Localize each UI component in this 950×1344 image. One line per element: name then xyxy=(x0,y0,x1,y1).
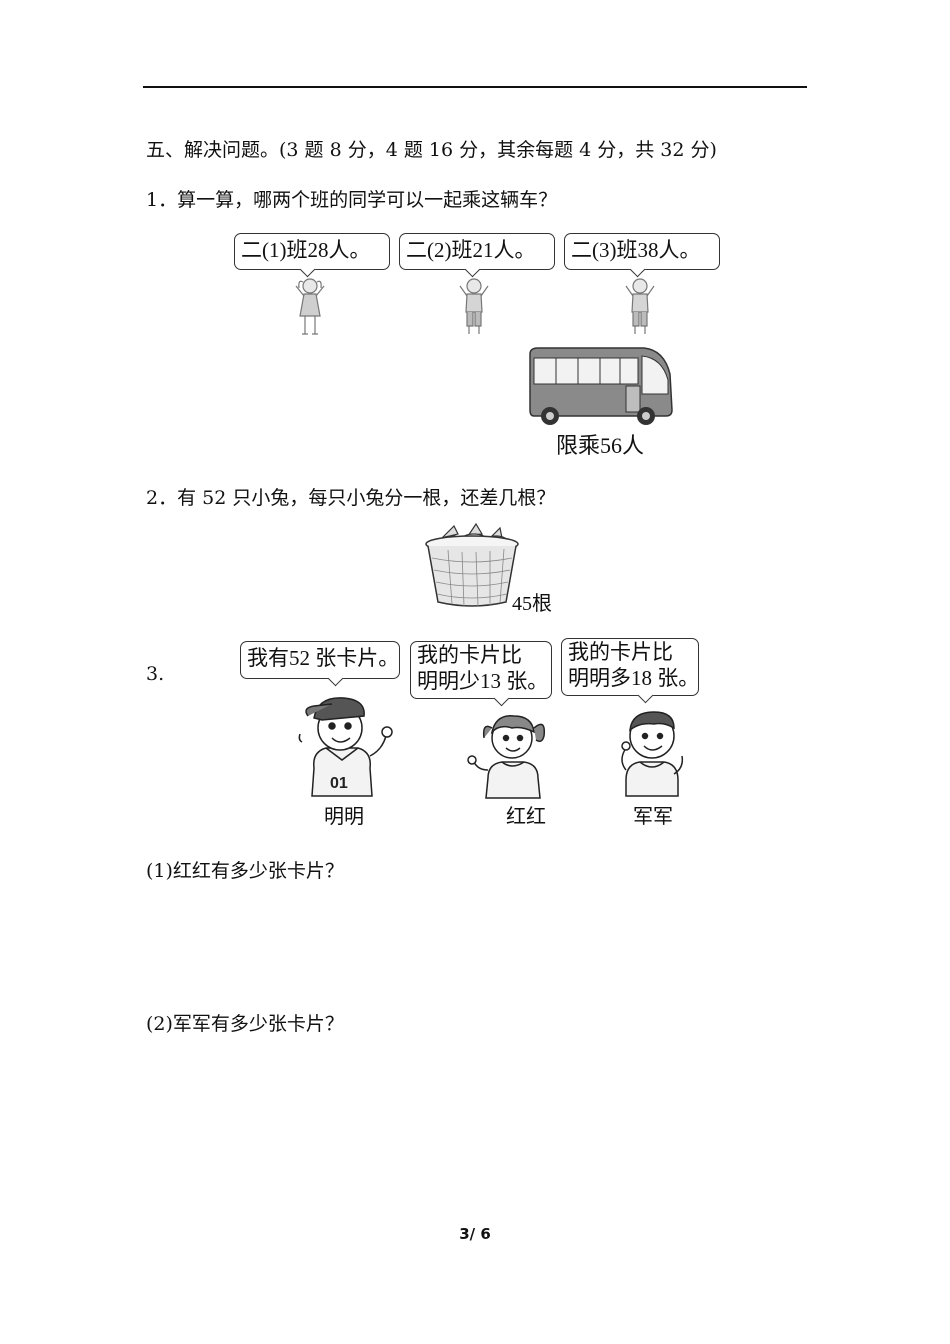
class-1-text: 二(1)班28人。 xyxy=(241,238,371,262)
section-title: 五、解决问题。(3 题 8 分，4 题 16 分，其余每题 4 分，共 32 分… xyxy=(146,139,717,161)
mingming-speech-bubble: 我有52 张卡片。 xyxy=(240,641,400,679)
junjun-speech-line-2: 明明多18 张。 xyxy=(568,666,700,690)
carrot-basket-icon xyxy=(425,522,519,607)
class-3-text: 二(3)班38人。 xyxy=(571,238,701,262)
honghong-speech-line-1: 我的卡片比 xyxy=(417,643,522,667)
q3-sub2: (2)军军有多少张卡片？ xyxy=(146,1013,344,1035)
top-rule xyxy=(143,86,807,88)
junjun-speech-line-1: 我的卡片比 xyxy=(568,640,673,664)
name-mingming: 明明 xyxy=(324,804,364,828)
girl-student-figure xyxy=(295,278,325,335)
honghong-figure xyxy=(467,715,546,799)
boy-student-figure xyxy=(625,278,655,334)
class-2-text: 二(2)班21人。 xyxy=(406,238,536,262)
carrot-count-label: 45根 xyxy=(512,593,552,615)
bus-icon xyxy=(529,347,673,425)
junjun-speech-bubble: 我的卡片比 明明多18 张。 xyxy=(561,638,699,696)
shirt-number: 01 xyxy=(330,775,348,792)
junjun-figure xyxy=(621,711,684,797)
name-junjun: 军军 xyxy=(633,804,673,828)
class-3-bubble: 二(3)班38人。 xyxy=(564,233,720,270)
class-2-bubble: 二(2)班21人。 xyxy=(399,233,555,270)
class-1-bubble: 二(1)班28人。 xyxy=(234,233,390,270)
honghong-speech-line-2: 明明少13 张。 xyxy=(417,669,549,693)
mingming-figure: 01 xyxy=(298,697,393,797)
page-number: 3/ 6 xyxy=(459,1225,491,1243)
honghong-speech-bubble: 我的卡片比 明明少13 张。 xyxy=(410,641,552,699)
q1-text: 1．算一算，哪两个班的同学可以一起乘这辆车？ xyxy=(146,189,558,211)
mingming-speech-text: 我有52 张卡片。 xyxy=(247,646,400,670)
boy-student-figure xyxy=(459,278,489,334)
q3-sub1: (1)红红有多少张卡片？ xyxy=(146,860,344,882)
bus-capacity-label: 限乘56人 xyxy=(556,433,645,458)
q3-number: 3. xyxy=(146,663,165,685)
name-honghong: 红红 xyxy=(506,804,546,828)
q2-text: 2．有 52 只小兔，每只小兔分一根，还差几根？ xyxy=(146,487,556,509)
